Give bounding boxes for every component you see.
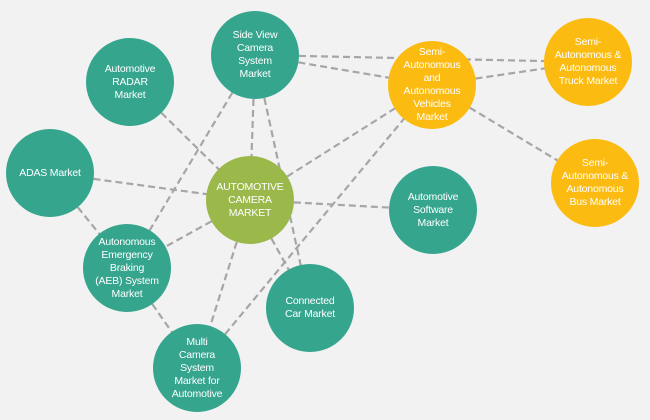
node-adas: ADAS Market: [6, 129, 94, 217]
node-label: AUTOMOTIVE CAMERA MARKET: [216, 180, 284, 219]
node-label: Side View Camera System Market: [232, 29, 278, 80]
edge-side_view-aeb: [126, 54, 256, 269]
node-camera: AUTOMOTIVE CAMERA MARKET: [206, 156, 294, 244]
node-label: Semi- Autonomous & Autonomous Bus Market: [561, 157, 629, 208]
node-label: Connected Car Market: [285, 295, 335, 320]
node-side-view: Side View Camera System Market: [211, 11, 299, 99]
edge-multi-semi_vehicles: [196, 84, 433, 369]
node-aeb: Autonomous Emergency Braking (AEB) Syste…: [83, 224, 171, 312]
node-connected: Connected Car Market: [266, 264, 354, 352]
edge-camera-software: [249, 198, 434, 212]
node-label: Automotive Software Market: [407, 190, 459, 229]
node-label: Semi- Autonomous & Autonomous Truck Mark…: [554, 36, 622, 87]
node-bus: Semi- Autonomous & Autonomous Bus Market: [551, 139, 639, 227]
node-semi-vehicles: Semi- Autonomous and Autonomous Vehicles…: [388, 41, 476, 129]
node-label: ADAS Market: [19, 166, 81, 179]
node-radar: Automotive RADAR Market: [86, 38, 174, 126]
node-multi: Multi Camera System Market for Automotiv…: [153, 324, 241, 412]
node-software: Automotive Software Market: [389, 166, 477, 254]
node-label: Semi- Autonomous and Autonomous Vehicles…: [403, 46, 461, 123]
node-label: Automotive RADAR Market: [104, 62, 156, 101]
node-label: Autonomous Emergency Braking (AEB) Syste…: [95, 235, 159, 300]
node-truck: Semi- Autonomous & Autonomous Truck Mark…: [544, 18, 632, 106]
node-label: Multi Camera System Market for Automotiv…: [171, 335, 223, 400]
